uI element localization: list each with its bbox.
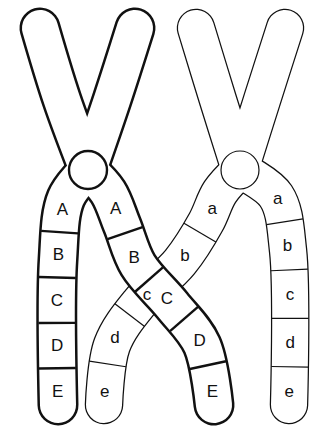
band-divider [266,219,303,225]
chromatid-outline [88,28,135,170]
allele-label: A [57,200,68,219]
chromatid-body [240,170,290,405]
band-divider [271,366,308,368]
band-divider [89,361,126,367]
allele-label: E [52,382,63,401]
chromatid-body [57,170,88,405]
chromosome-band: b [281,236,294,255]
allele-label: D [193,331,205,350]
band-divider [170,307,198,331]
allele-label: B [129,248,140,267]
chromosome-band: e [283,382,296,401]
allele-label: a [273,189,282,208]
band-dividers [108,227,226,369]
chromosome-band: D [191,331,207,350]
chromosome-band: b [178,246,191,265]
chromosome-band: a [205,199,218,218]
allele-label: d [110,328,119,347]
centromere [69,151,107,189]
band-dividers [38,231,78,369]
allele-label: a [207,199,216,218]
chromatid-outline [57,170,88,405]
band-divider [190,361,226,369]
band-divider [39,276,76,279]
allele-label: c [143,285,152,304]
chromosome-band: c [284,285,297,304]
band-divider [38,322,75,325]
chromatid-body [240,28,285,170]
allele-label: A [110,199,121,218]
band-divider [184,223,216,242]
chromosome-band: A [108,199,123,218]
band-divider [39,367,76,370]
chromosome-band: A [55,200,70,219]
chromosome-band: e [98,382,111,401]
chromatid-body [88,170,214,405]
allele-label: B [53,245,64,264]
band-divider [271,269,308,271]
chromosome-band: B [51,245,66,264]
allele-label: C [51,291,63,310]
chromosome-band: c [141,285,154,304]
chromosome [38,28,226,405]
chromosome-band: d [108,328,121,347]
chromatid-body [88,28,135,170]
allele-label: e [100,382,109,401]
allele-label: c [286,285,295,304]
chromosome-band: E [50,382,65,401]
band-divider [108,227,143,239]
chromosome-band: E [205,382,220,401]
chromatid-outline [240,28,285,170]
centromere [221,151,259,189]
band-divider [41,231,78,234]
chromosome-band: B [127,248,142,267]
allele-label: C [161,289,173,308]
allele-label: e [285,382,294,401]
chromosome-band: D [49,336,65,355]
allele-label: b [283,236,292,255]
allele-label: d [285,333,294,352]
band-divider [115,304,144,327]
band-divider [272,318,309,319]
chromosome-band: C [49,291,65,310]
chromosome-band: d [283,333,296,352]
chromosome-band: C [159,289,175,308]
chromatid-outline [88,170,214,405]
chromatid-outline [240,170,290,405]
chromosome-band: a [271,189,284,208]
allele-label: E [207,382,218,401]
band-dividers [266,219,308,367]
allele-label: b [180,246,189,265]
allele-label: D [51,336,63,355]
